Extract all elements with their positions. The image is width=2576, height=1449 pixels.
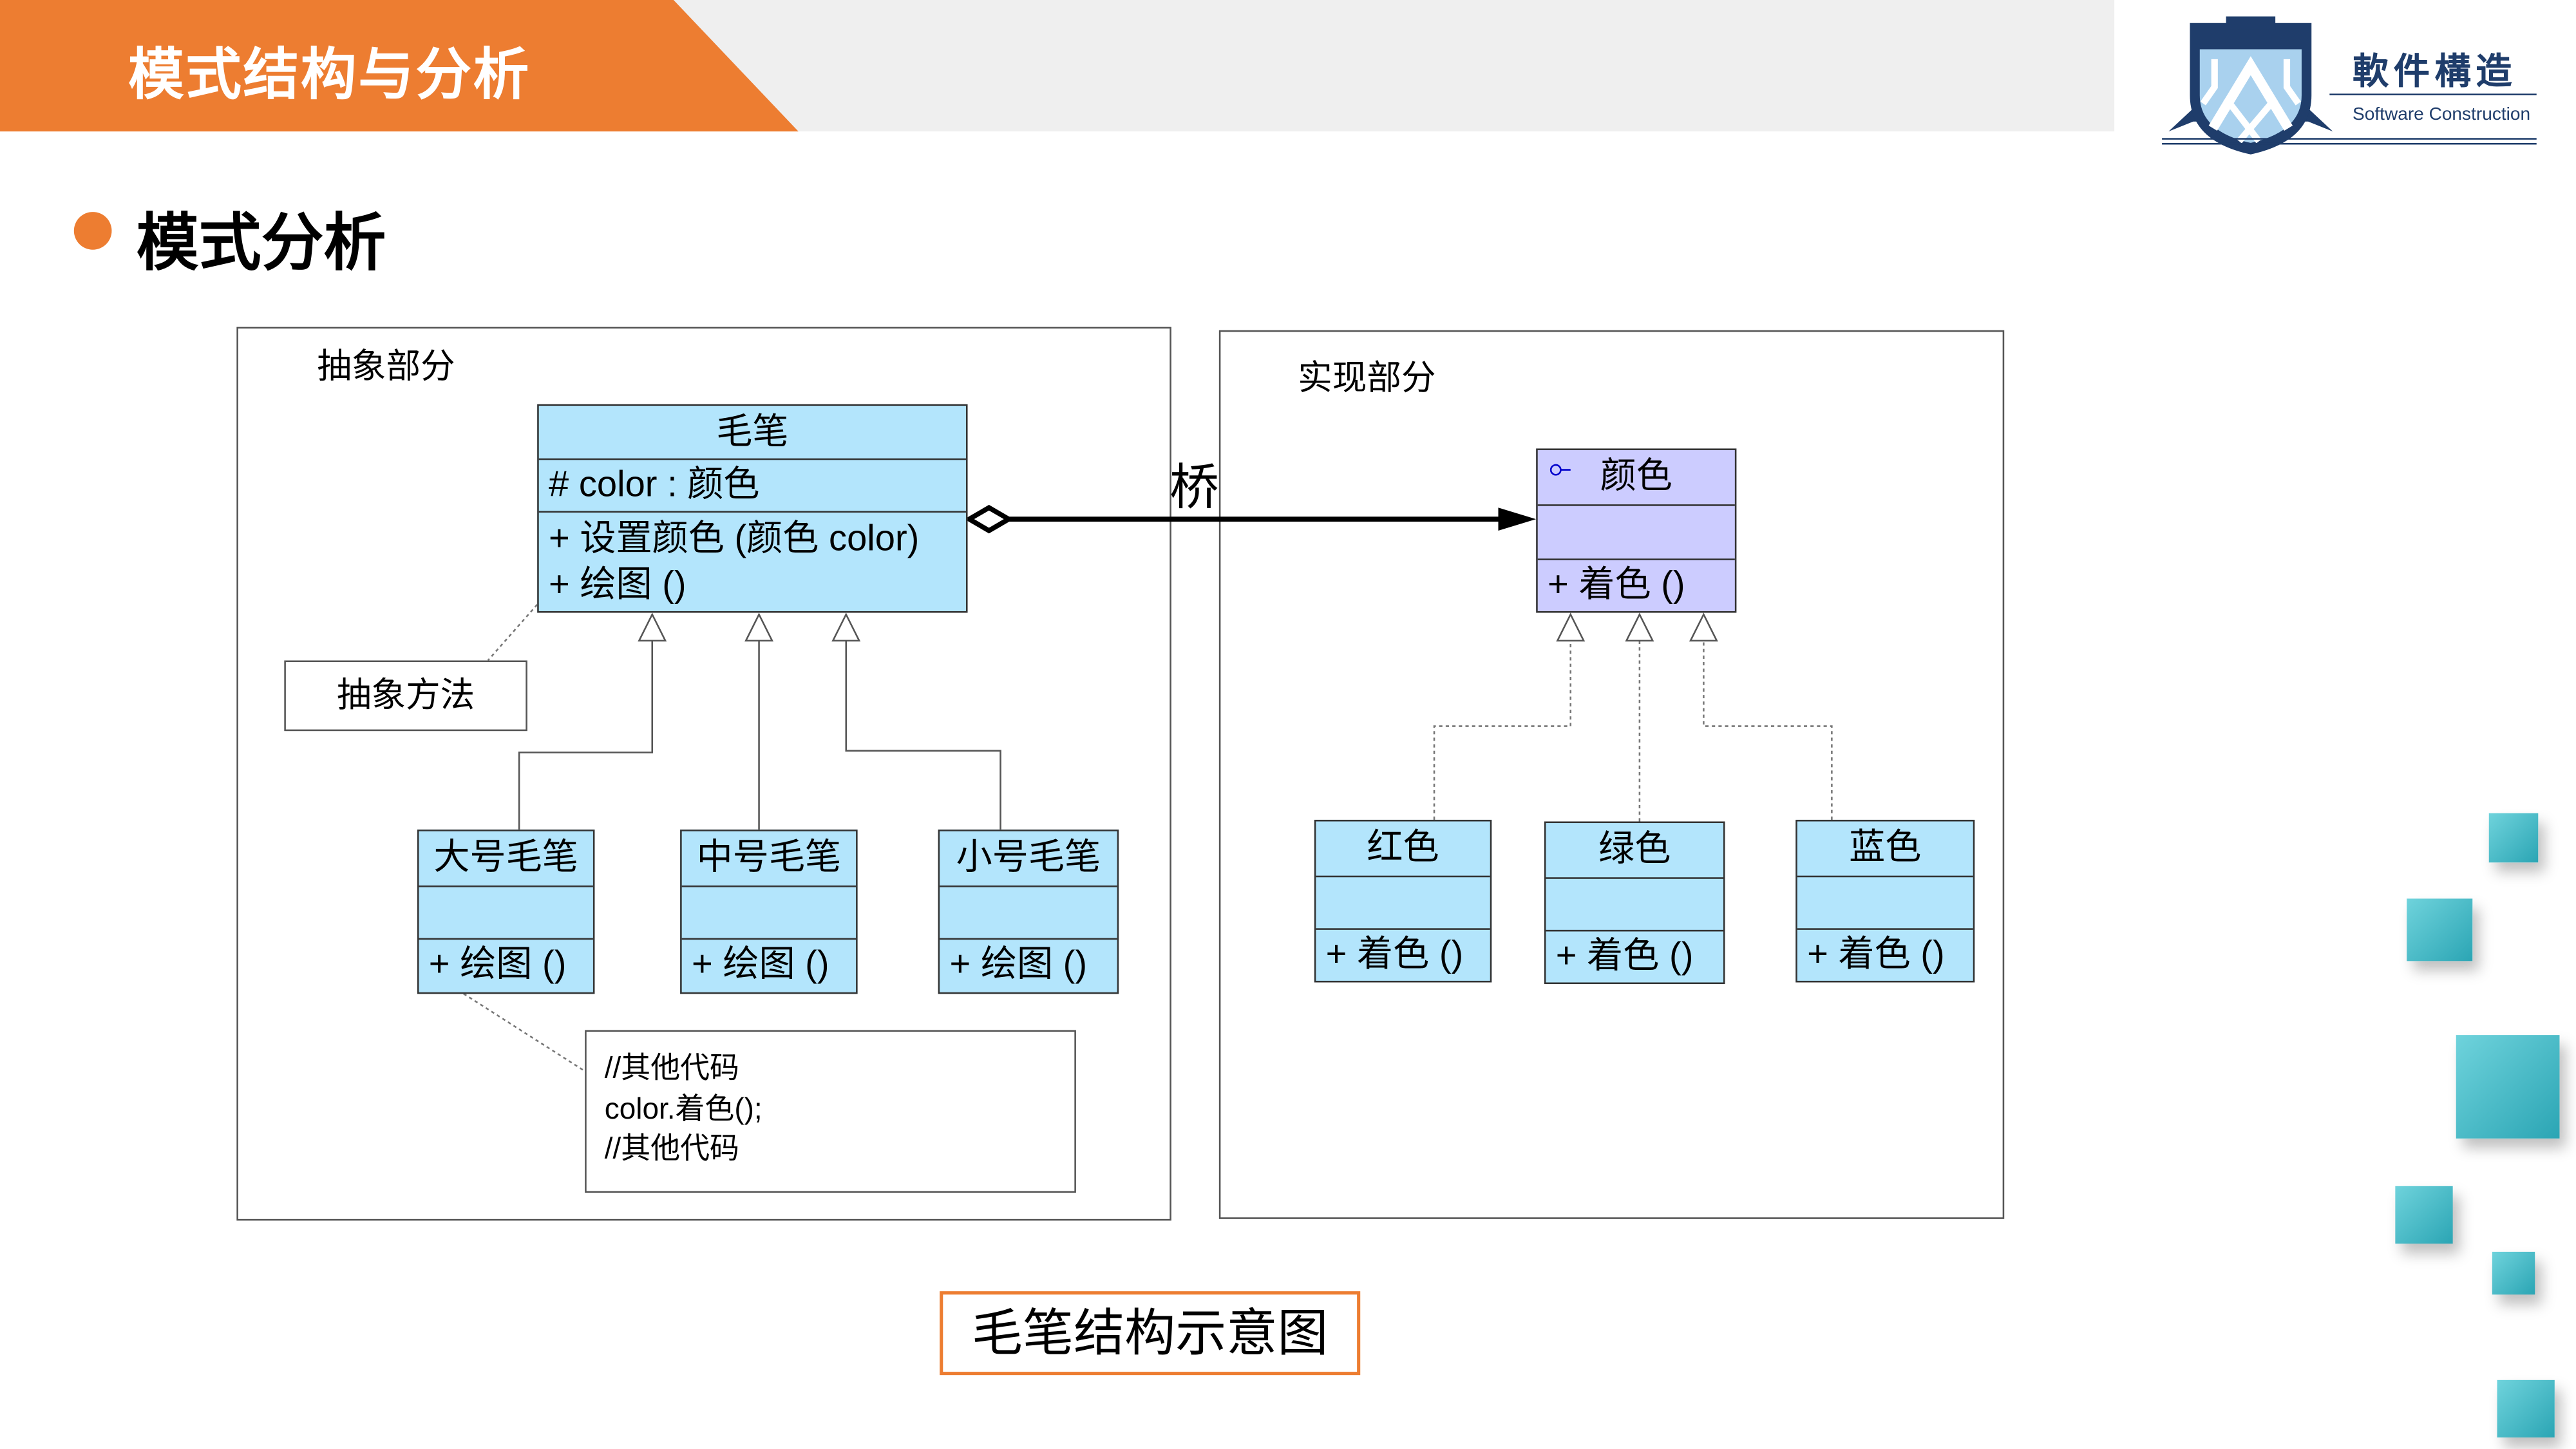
inheritance-arrow	[638, 612, 667, 642]
class-name: 大号毛笔	[419, 831, 593, 887]
large-brush-class[interactable]: 大号毛笔 + 绘图 ()	[417, 829, 595, 994]
class-attribute: # color : 颜色	[538, 460, 966, 513]
decorative-cube	[2456, 1035, 2560, 1139]
class-attributes	[419, 887, 593, 940]
decorative-cube	[2492, 1251, 2535, 1295]
realization-arrow	[1689, 612, 1718, 642]
inheritance-line	[845, 640, 1001, 830]
inheritance-arrow	[744, 612, 774, 642]
bridge-arrow-icon	[1498, 507, 1537, 531]
section-title: 模式分析	[136, 210, 386, 279]
bullet-icon	[73, 212, 112, 250]
header-orange-banner	[0, 0, 799, 132]
note-text: 抽象方法	[336, 675, 475, 715]
abstract-method-note: 抽象方法	[284, 660, 527, 732]
inheritance-line	[518, 640, 654, 830]
method: + 绘图 ()	[428, 943, 567, 985]
decorative-cube	[2407, 898, 2473, 961]
course-title-cn: 軟件構造	[2353, 51, 2517, 92]
realization-line	[1703, 640, 1833, 820]
brush-class[interactable]: 毛笔 # color : 颜色 + 设置颜色 (颜色 color) + 绘图 (…	[537, 404, 968, 614]
class-methods: + 设置颜色 (颜色 color) + 绘图 ()	[539, 513, 966, 614]
realization-arrow	[1556, 612, 1586, 642]
medium-brush-class[interactable]: 中号毛笔 + 绘图 ()	[680, 829, 858, 994]
code-line: //其他代码	[604, 1132, 739, 1165]
class-attributes	[1537, 506, 1735, 560]
class-name: 绿色	[1546, 823, 1723, 879]
logo-divider	[2162, 142, 2537, 145]
class-name-text: 颜色	[1600, 455, 1672, 497]
course-title-en: Software Construction	[2353, 105, 2531, 125]
class-name: 蓝色	[1797, 822, 1973, 878]
aggregation-diamond	[964, 504, 1014, 534]
class-attributes	[1546, 879, 1723, 932]
class-name: 毛笔	[538, 406, 966, 460]
class-name: 颜色	[1537, 450, 1735, 506]
class-attributes	[940, 887, 1117, 940]
method: + 着色 ()	[1548, 563, 1685, 605]
class-name: 中号毛笔	[681, 831, 857, 887]
class-attributes	[681, 887, 857, 940]
class-name: 小号毛笔	[940, 831, 1117, 887]
realization-line	[1433, 640, 1572, 820]
code-note: //其他代码 color.着色(); //其他代码	[585, 1030, 1076, 1193]
inheritance-arrow	[831, 612, 861, 642]
method: + 着色 ()	[1325, 933, 1464, 974]
method: + 设置颜色 (颜色 color)	[549, 517, 920, 559]
method: + 着色 ()	[1807, 933, 1945, 974]
header-bar	[657, 0, 2115, 132]
header-title: 模式结构与分析	[128, 44, 531, 107]
code-line: //其他代码	[604, 1051, 739, 1084]
blue-class[interactable]: 蓝色 + 着色 ()	[1795, 819, 1975, 983]
class-name: 红色	[1316, 822, 1490, 878]
abstraction-label: 抽象部分	[317, 346, 455, 386]
code-line: color.着色();	[604, 1092, 762, 1125]
logo-divider	[2329, 93, 2537, 95]
decorative-cube	[2497, 1379, 2555, 1438]
diagram-caption: 毛笔结构示意图	[940, 1291, 1361, 1376]
logo-divider	[2162, 138, 2537, 140]
interface-icon	[1549, 464, 1571, 476]
class-attributes	[1797, 877, 1973, 930]
decorative-cube	[2395, 1186, 2453, 1244]
method: + 绘图 ()	[691, 943, 829, 985]
note-link	[487, 603, 538, 661]
red-class[interactable]: 红色 + 着色 ()	[1314, 819, 1492, 983]
method: + 绘图 ()	[949, 943, 1088, 985]
bridge-label: 桥	[1170, 461, 1219, 516]
method: + 着色 ()	[1555, 934, 1694, 976]
class-attributes	[1316, 877, 1490, 930]
green-class[interactable]: 绿色 + 着色 ()	[1544, 821, 1725, 985]
implementation-label: 实现部分	[1298, 358, 1436, 398]
color-interface[interactable]: 颜色 + 着色 ()	[1536, 448, 1737, 613]
realization-arrow	[1625, 612, 1654, 642]
method: + 绘图 ()	[549, 563, 687, 605]
small-brush-class[interactable]: 小号毛笔 + 绘图 ()	[938, 829, 1119, 994]
university-crest-logo	[2168, 16, 2333, 155]
decorative-cube	[2488, 813, 2539, 863]
note-link	[430, 972, 585, 1072]
